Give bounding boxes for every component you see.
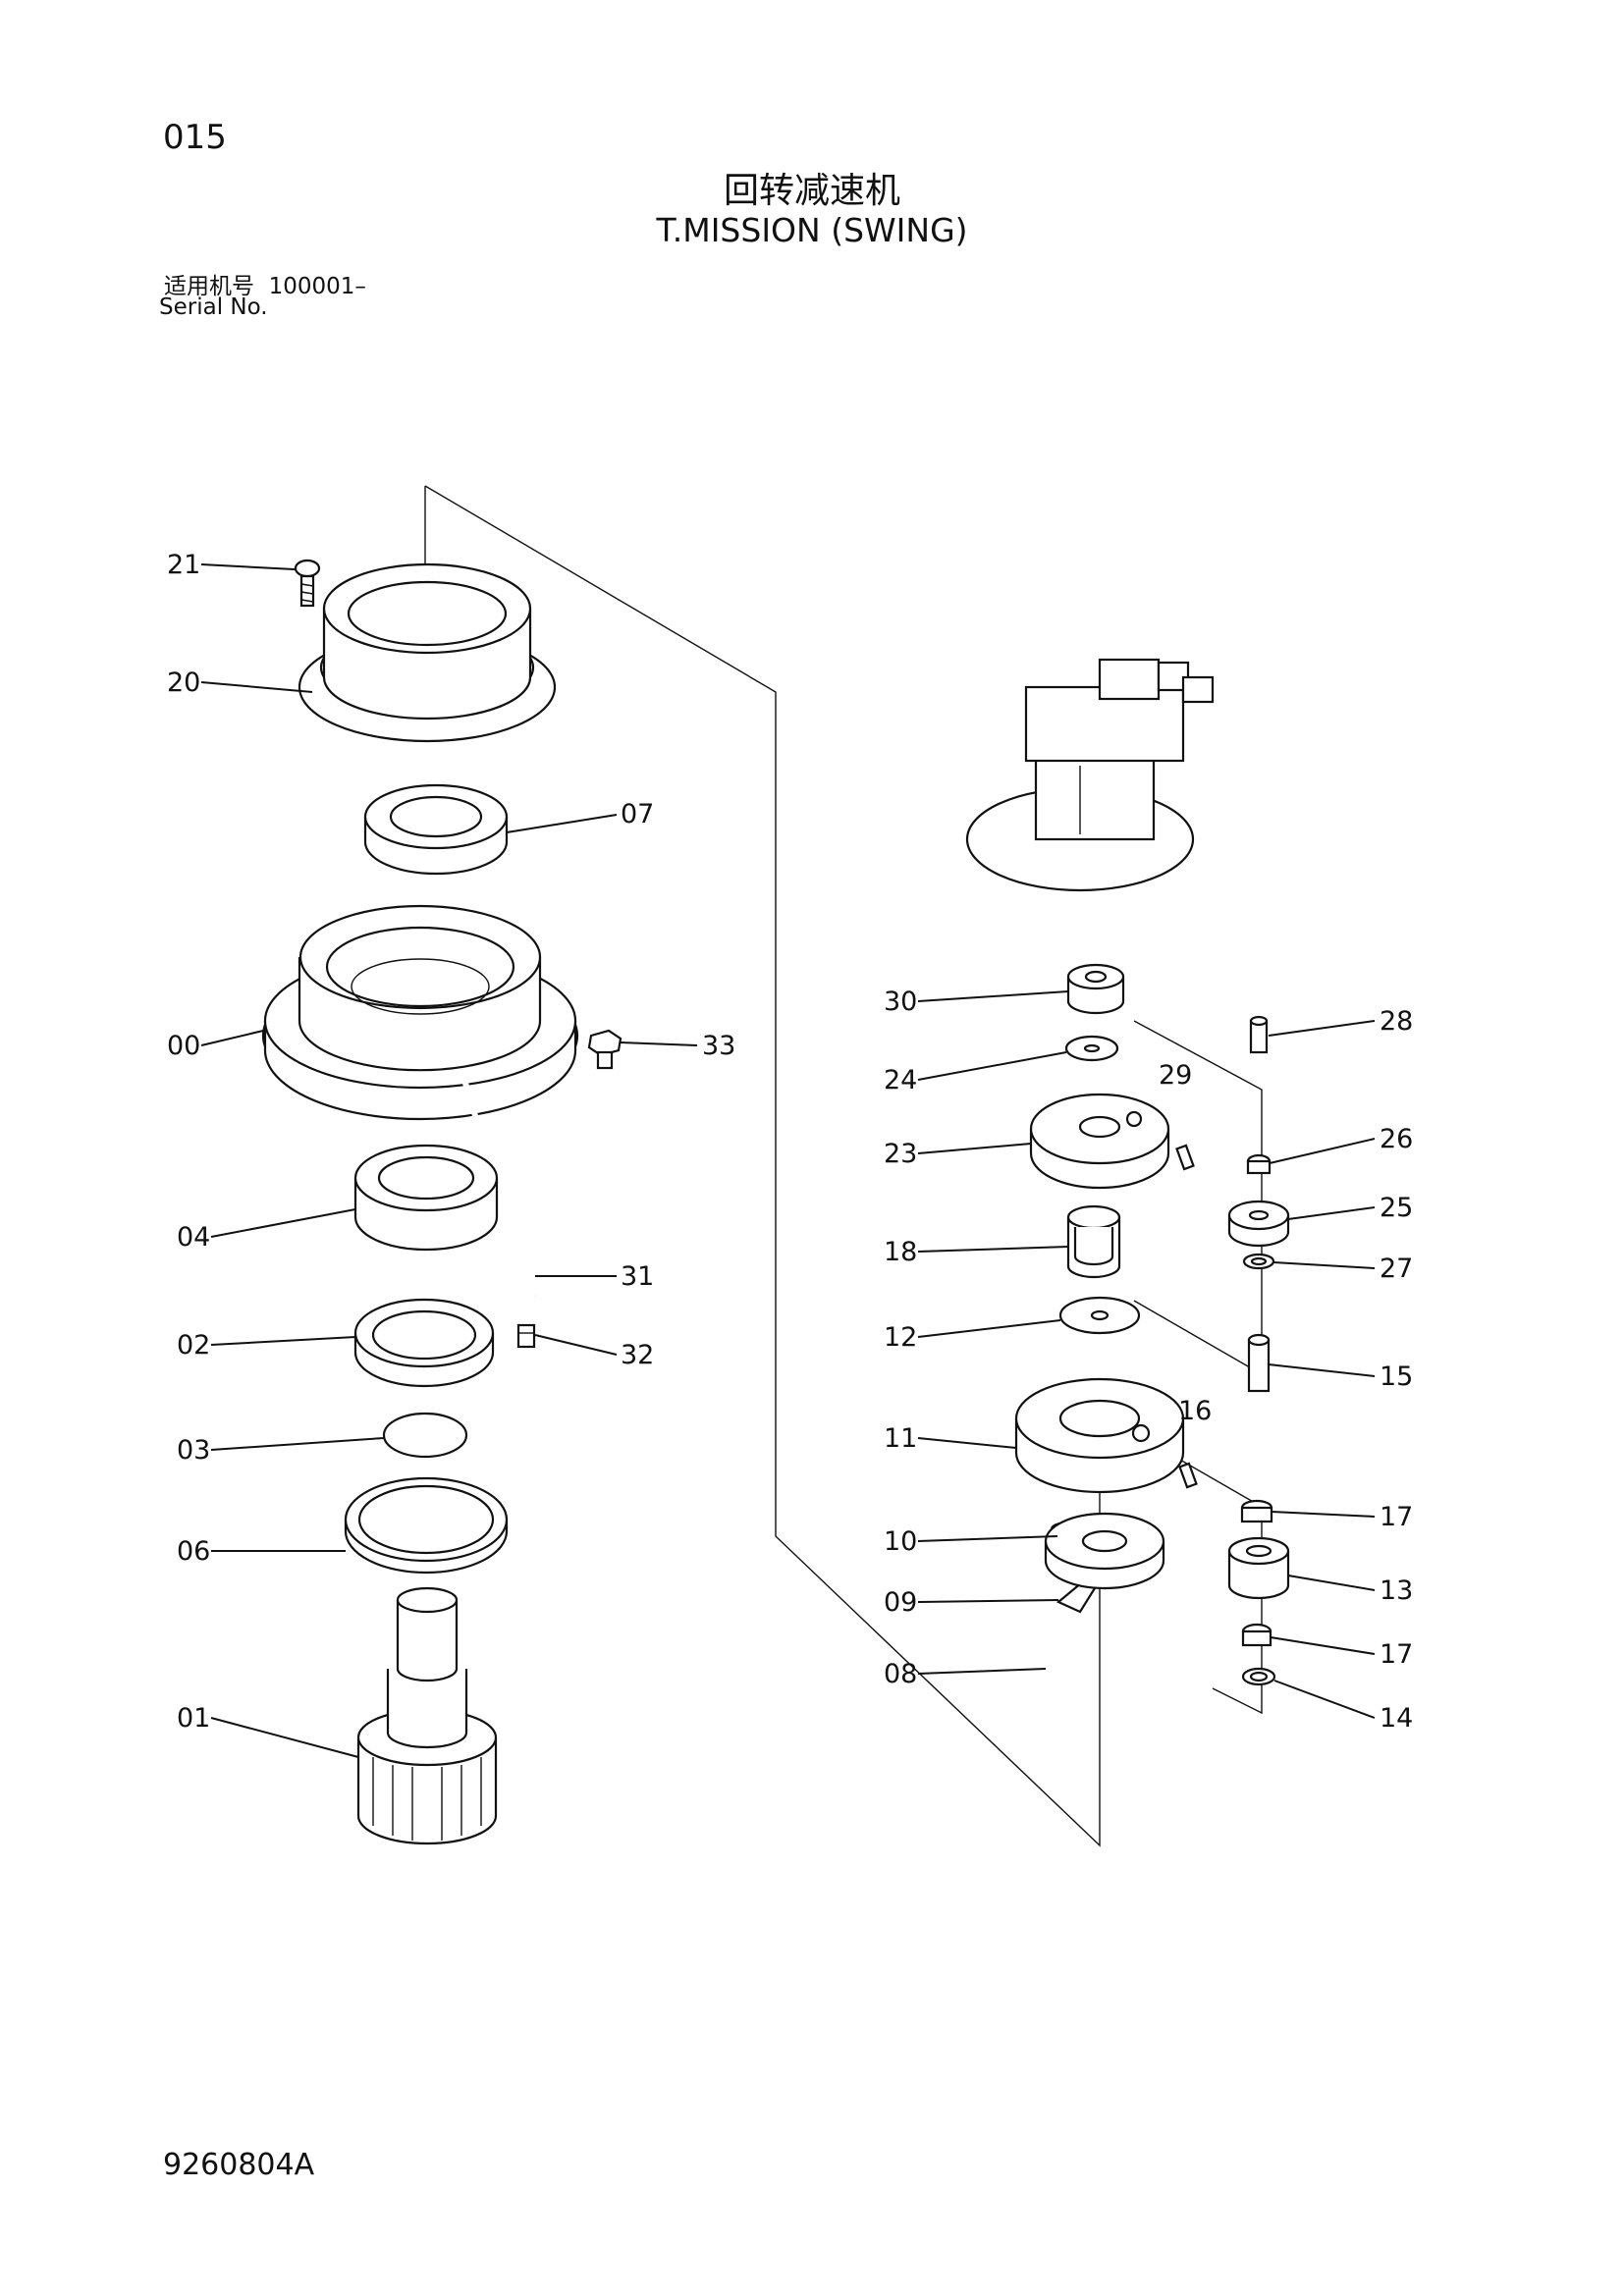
callout-23: 23 [884,1139,917,1169]
callout-07: 07 [621,799,654,829]
callout-16: 16 [1178,1396,1212,1426]
callout-25: 25 [1380,1193,1413,1223]
part-11-carrier [1014,1377,1185,1494]
serial-label-chinese: 适用机号 [164,274,254,299]
part-12-washer [1058,1296,1141,1335]
part-07-bearing [363,783,509,876]
callout-04: 04 [177,1222,210,1253]
part-20-housing [298,562,557,743]
callout-29: 29 [1159,1060,1192,1091]
part-18-gear [1066,1204,1121,1279]
callout-18: 18 [884,1237,917,1267]
callout-14: 14 [1380,1703,1413,1734]
part-26-bearing [1246,1153,1272,1175]
part-02-seal [353,1298,495,1388]
callout-32: 32 [621,1340,654,1370]
callout-17-upper: 17 [1380,1502,1413,1532]
part-28-pin [1249,1015,1269,1054]
part-23-carrier [1029,1093,1170,1190]
part-27-washer [1242,1253,1275,1270]
callout-08: 08 [884,1659,917,1689]
callout-26: 26 [1380,1124,1413,1154]
part-17-bearing-lower [1241,1623,1272,1647]
title-chinese: 回转减速机 [723,171,900,211]
title-english: T.MISSION (SWING) [656,211,968,249]
part-17-bearing-upper [1240,1499,1273,1523]
callout-33: 33 [702,1031,735,1061]
part-08-plate [1044,1512,1165,1590]
leader-lines [200,563,1376,1758]
callout-30: 30 [884,987,917,1017]
callout-15: 15 [1380,1362,1413,1392]
part-25-gear [1227,1200,1290,1248]
callout-20: 20 [167,667,200,698]
callout-03: 03 [177,1435,210,1466]
callout-09: 09 [884,1587,917,1618]
part-24-washer [1064,1035,1119,1062]
part-30-gear [1066,963,1125,1015]
callout-11: 11 [884,1423,917,1454]
part-03-disc [382,1412,468,1459]
callout-13: 13 [1380,1575,1413,1606]
callout-27: 27 [1380,1254,1413,1284]
part-14-washer [1241,1667,1276,1686]
part-31-pipe [459,1069,538,1297]
part-21-bolt [294,559,321,608]
part-13-gear [1227,1536,1290,1600]
callout-28: 28 [1380,1006,1413,1037]
swing-motor-assembly-view [965,658,1215,892]
callout-17-lower: 17 [1380,1639,1413,1670]
callout-00: 00 [167,1031,200,1061]
part-15-pin [1247,1333,1271,1393]
part-04-bearing [353,1144,499,1252]
callout-31: 31 [621,1261,654,1292]
callout-06: 06 [177,1536,210,1567]
callout-labels: 21 20 07 00 33 04 31 02 32 03 06 01 30 2… [167,550,1413,1734]
callout-02: 02 [177,1330,210,1361]
part-29-pin [1175,1144,1195,1171]
part-06-ring [344,1476,509,1575]
document-number: 9260804A [163,2148,315,2182]
part-32-fitting [516,1323,536,1349]
callout-21: 21 [167,550,200,580]
page-number: 015 [163,118,227,157]
part-01-shaft [356,1586,498,1845]
callout-24: 24 [884,1065,917,1095]
callout-01: 01 [177,1703,210,1734]
serial-label-english: Serial No. [159,294,268,320]
serial-number-line: 适用机号 100001– [164,267,366,300]
serial-value: 100001– [268,274,366,299]
part-33-plug [587,1029,623,1070]
callout-12: 12 [884,1322,917,1353]
part-00-ring-gear-housing [261,904,579,1121]
part-16-pin [1178,1462,1198,1489]
callout-10: 10 [884,1526,917,1557]
